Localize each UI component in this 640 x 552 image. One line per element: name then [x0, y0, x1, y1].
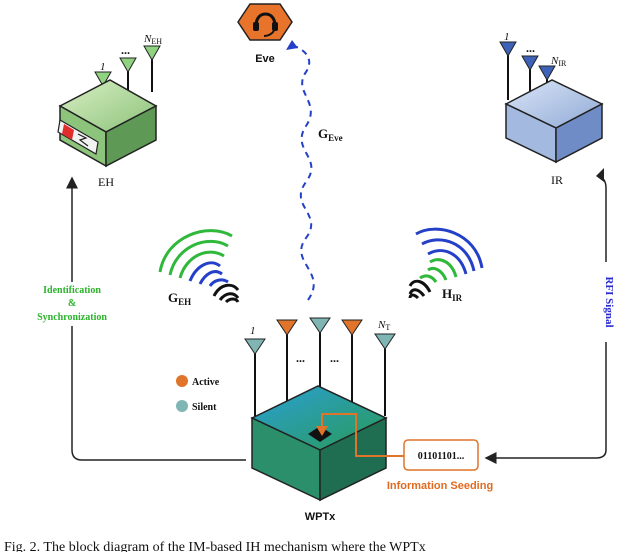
rfi-label: RFI Signal	[598, 262, 615, 342]
wptx-antenna-2	[276, 319, 298, 336]
seed-box	[403, 439, 479, 471]
h-ir-label: HIR	[442, 286, 463, 303]
legend-active-label: Active	[192, 377, 220, 388]
eh-node: 1 ... NEH EH	[57, 33, 162, 189]
ir-label: IR	[551, 173, 563, 187]
eh-antenna-first: 1	[100, 61, 106, 73]
wptx-antenna-5	[374, 333, 396, 350]
legend: Active Silent	[176, 375, 220, 413]
identification-link	[66, 176, 246, 461]
ir-node: 1 ... NIR IR	[499, 31, 604, 187]
eve-label: Eve	[255, 53, 275, 65]
rfi-link	[484, 175, 607, 464]
g-eve-label: GEve	[318, 126, 343, 143]
fingerprint-eh-icon	[158, 229, 240, 304]
wptx-antenna-dots-2: ...	[330, 351, 339, 365]
svg-text:RFI Signal: RFI Signal	[603, 276, 615, 327]
eve-node: Eve	[237, 3, 293, 65]
eh-antenna-dots: ...	[121, 43, 130, 57]
seed-value: 01101101...	[418, 451, 465, 462]
wptx-antenna-1	[244, 338, 266, 355]
information-seeding: 01101101... Information Seeding	[316, 413, 493, 492]
legend-silent-swatch	[176, 400, 188, 412]
svg-text:&: &	[68, 298, 76, 309]
wptx-antenna-dots-1: ...	[296, 351, 305, 365]
wptx-antenna-first: 1	[250, 325, 256, 337]
identification-label: Identification & Synchronization	[30, 282, 120, 326]
legend-active-swatch	[176, 375, 188, 387]
eve-channel-wave	[293, 45, 315, 301]
ir-antenna-first: 1	[504, 31, 510, 43]
svg-text:Identification: Identification	[43, 285, 101, 296]
figure-caption: Fig. 2. The block diagram of the IM-base…	[4, 540, 426, 552]
ir-antenna-dots: ...	[526, 41, 535, 55]
legend-silent-label: Silent	[192, 402, 217, 413]
wptx-antenna-last: NT	[377, 319, 390, 332]
g-eh-label: GEH	[168, 290, 191, 307]
ir-antenna-last: NIR	[550, 55, 567, 68]
eh-label: EH	[98, 175, 114, 189]
battery-icon	[57, 119, 99, 155]
chip-icon	[308, 426, 332, 442]
seed-label: Information Seeding	[387, 480, 493, 492]
svg-text:Synchronization: Synchronization	[37, 312, 107, 323]
headset-icon	[253, 12, 278, 37]
eh-antenna-last: NEH	[143, 33, 162, 46]
fingerprint-ir-icon	[408, 227, 484, 300]
wptx-node: 1 ... ... NT WPTx	[244, 317, 396, 523]
wptx-antenna-4	[341, 319, 363, 336]
wptx-antenna-3	[309, 317, 331, 334]
wptx-label: WPTx	[305, 511, 336, 523]
